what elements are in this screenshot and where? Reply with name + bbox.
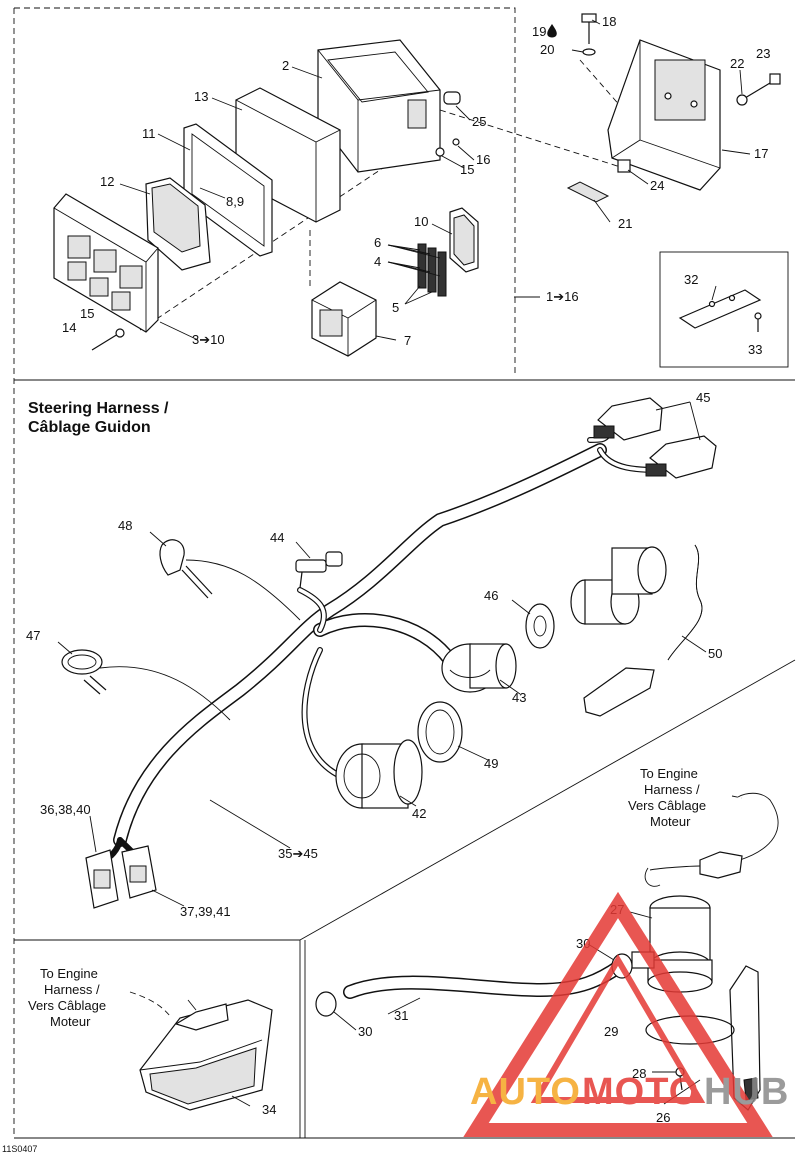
label-7: 7 (404, 333, 411, 348)
label-37-39-41: 37,39,41 (180, 904, 231, 919)
engine-note-right-3: Vers Câblage (628, 798, 706, 813)
pump-connector (699, 851, 743, 879)
label-3-to-10: 3➔10 (192, 332, 225, 347)
label-36-38-40: 36,38,40 (40, 802, 91, 817)
label-45: 45 (696, 390, 710, 405)
section-title-line1: Steering Harness / (28, 400, 169, 417)
screw-part-18 (581, 13, 597, 56)
watermark-auto: AUTO (470, 1071, 581, 1113)
label-47: 47 (26, 628, 40, 643)
fuse-box-assembly (53, 13, 781, 357)
clip-part-21 (566, 181, 610, 203)
steering-harness-assembly (61, 397, 717, 909)
label-10: 10 (414, 214, 428, 229)
watermark-triangle (463, 891, 773, 1137)
label-20: 20 (540, 42, 554, 57)
engine-note-left-3: Vers Câblage (28, 998, 106, 1013)
label-8-9: 8,9 (226, 194, 244, 209)
switch-part-45 (593, 397, 717, 479)
label-28: 28 (632, 1066, 646, 1081)
label-50: 50 (708, 646, 722, 661)
label-6: 6 (374, 235, 381, 250)
label-44: 44 (270, 530, 284, 545)
label-30b: 30 (358, 1024, 372, 1039)
label-35-to-45: 35➔45 (278, 846, 318, 861)
label-42: 42 (412, 806, 426, 821)
label-49: 49 (484, 756, 498, 771)
label-14: 14 (62, 320, 76, 335)
clamp-part-47 (61, 649, 107, 695)
label-18: 18 (602, 14, 616, 29)
engine-note-right-2: Harness / (644, 782, 700, 797)
ring-part-49 (417, 701, 463, 763)
cable-tie-part-48 (159, 539, 213, 599)
label-31: 31 (394, 1008, 408, 1023)
watermark-hub: HUB (704, 1071, 789, 1113)
connectors-part-36 (85, 845, 157, 909)
oil-drop-icon (547, 24, 557, 38)
label-46: 46 (484, 588, 498, 603)
watermark-triangle-inner (530, 954, 706, 1103)
engine-note-left-2: Harness / (44, 982, 100, 997)
label-34: 34 (262, 1102, 276, 1117)
key-lanyard-part-50 (570, 544, 703, 717)
washer-part-46 (525, 603, 555, 649)
label-32: 32 (684, 272, 698, 287)
label-5: 5 (392, 300, 399, 315)
label-11: 11 (142, 126, 156, 141)
bilge-pump-assembly (315, 792, 779, 1111)
label-24: 24 (650, 178, 664, 193)
label-26: 26 (656, 1110, 670, 1125)
connector-part-7 (311, 281, 377, 357)
label-4: 4 (374, 254, 381, 269)
label-43: 43 (512, 690, 526, 705)
label-17: 17 (754, 146, 768, 161)
engine-note-right-1: To Engine (640, 766, 698, 781)
connector-part-34 (139, 999, 273, 1111)
module-part-12 (145, 177, 211, 271)
label-22: 22 (730, 56, 744, 71)
fuses-part-4 (387, 243, 447, 305)
label-13: 13 (194, 89, 208, 104)
section-title-line2: Câblage Guidon (28, 419, 151, 436)
watermark-moto: MOTO (582, 1071, 699, 1113)
label-15a: 15 (460, 162, 474, 177)
label-12: 12 (100, 174, 114, 189)
boot-part-42 (335, 739, 423, 809)
label-16: 16 (476, 152, 490, 167)
label-1-to-16: 1➔16 (546, 289, 579, 304)
label-29: 29 (604, 1024, 618, 1039)
ignition-part-43 (441, 643, 517, 693)
label-15b: 15 (80, 306, 94, 321)
engine-note-left-1: To Engine (40, 966, 98, 981)
engine-note-right-4: Moteur (650, 814, 691, 829)
label-25: 25 (472, 114, 486, 129)
label-19: 19 (532, 24, 546, 39)
engine-note-left-4: Moteur (50, 1014, 91, 1029)
bolt-part-14 (91, 328, 125, 351)
fuse-panel-part-3 (53, 193, 159, 333)
bracket-part-17 (607, 39, 721, 191)
label-33: 33 (748, 342, 762, 357)
drawing-code: 11S0407 (2, 1144, 37, 1154)
label-2: 2 (282, 58, 289, 73)
small-fasteners (435, 91, 461, 157)
plate-part-32 (678, 289, 762, 332)
label-23: 23 (756, 46, 770, 61)
part-labels: 2 13 11 12 8,9 25 16 15 24 17 18 19 20 2… (2, 14, 770, 1154)
relay-part-10 (449, 207, 479, 273)
spacer-part-24 (617, 159, 631, 173)
label-21: 21 (618, 216, 632, 231)
label-48: 48 (118, 518, 132, 533)
sensor-part-44 (295, 551, 343, 589)
bolt-part-23 (736, 73, 781, 106)
watermark-logo: AUTO MOTO HUB (463, 891, 789, 1137)
section-frames (13, 7, 796, 1139)
